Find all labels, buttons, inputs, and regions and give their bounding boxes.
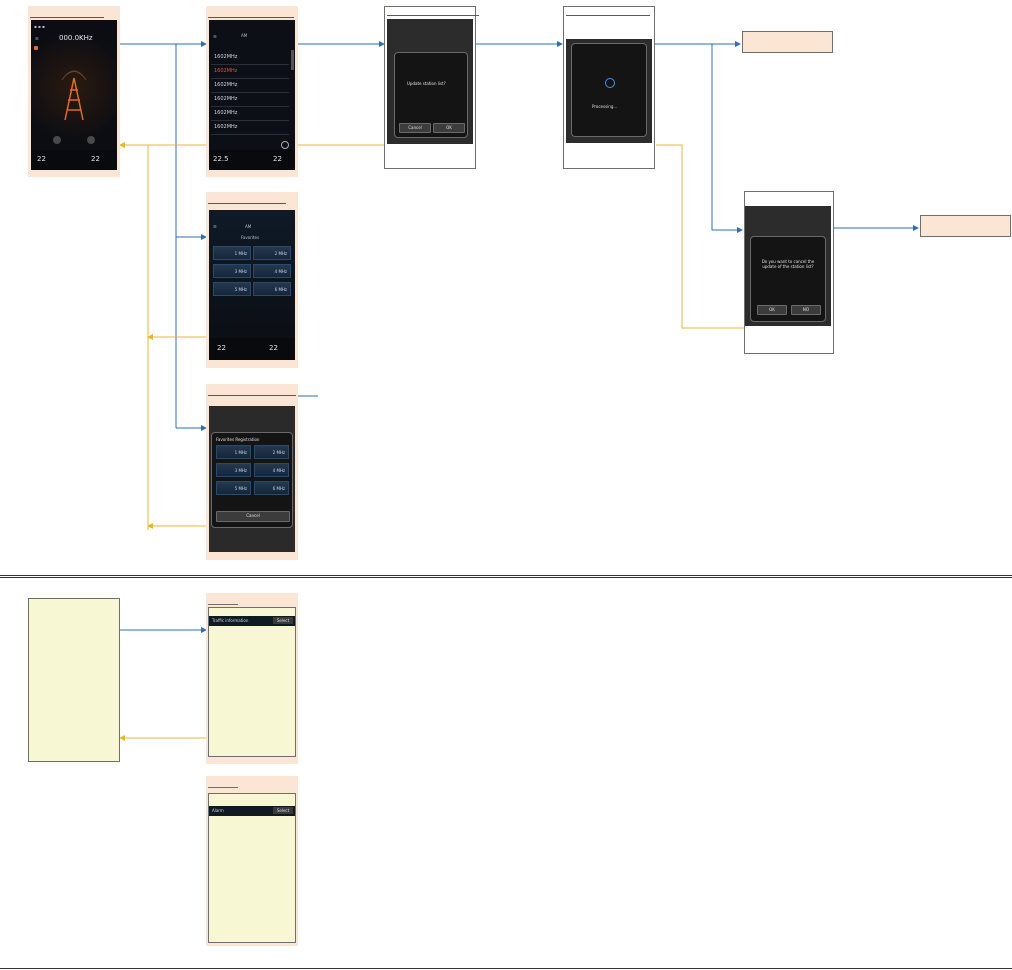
favorite-slot[interactable]: 2 MHz — [254, 445, 289, 459]
menu-icon[interactable]: ☰ — [213, 224, 217, 229]
frame-settings-2: Alarm Select — [206, 776, 298, 946]
favorite-slot[interactable]: 1 MHz — [216, 445, 251, 459]
favorites-registration-screen: Favorites Registration 1 MHz 2 MHz 3 MHz… — [209, 406, 295, 552]
update-dialog: Update station list? Cancel OK — [394, 52, 468, 138]
station-row[interactable]: 1602MHz — [211, 106, 289, 121]
temp-right: 22 — [91, 155, 100, 163]
climate-bar: 22 22 — [209, 338, 295, 360]
yes-button[interactable]: OK — [757, 305, 787, 315]
frame-favorites-registration: Favorites Registration 1 MHz 2 MHz 3 MHz… — [206, 384, 298, 560]
frame-cancel-dialog: Do you want to cancel the update of the … — [744, 191, 834, 354]
refresh-icon[interactable] — [281, 141, 289, 149]
dialog-message: Do you want to cancel the update of the … — [761, 259, 815, 269]
station-row[interactable]: 1602MHz — [211, 78, 289, 93]
station-list-screen: ☰ AM 1602MHz 1602MHz 1602MHz 1602MHz 160… — [209, 20, 295, 170]
next-button[interactable] — [87, 136, 95, 144]
frame-radio-main: ▪ ▪ ▪ ☰ 000.0KHz 22 22 — [28, 6, 120, 177]
frame-header — [208, 195, 286, 204]
favorite-slot[interactable]: 6 MHz — [254, 481, 289, 495]
section-divider-bottom — [0, 968, 1012, 969]
station-icon — [34, 46, 38, 50]
frame-settings-1: Traffic information Select — [206, 593, 298, 764]
frame-header — [208, 596, 238, 605]
frame-update-dialog: Update station list? Cancel OK — [384, 6, 479, 169]
row-label: Traffic information — [212, 618, 249, 623]
cancel-button[interactable]: Cancel — [399, 123, 431, 133]
settings-panel: Alarm Select — [208, 793, 296, 943]
temp-left: 22 — [37, 155, 46, 163]
select-button[interactable]: Select — [273, 807, 293, 814]
processing-dialog: Processing... — [571, 43, 647, 137]
row-label: Alarm — [212, 808, 224, 813]
favorites-screen: ☰ AM Favorites 1 MHz 2 MHz 3 MHz 4 MHz 5… — [209, 210, 295, 360]
temp-right: 22 — [269, 344, 278, 352]
cancel-button[interactable]: Cancel — [216, 511, 290, 522]
favorite-tile[interactable]: 5 MHz — [213, 282, 251, 296]
radio-tower-icon — [61, 70, 87, 121]
station-row-selected[interactable]: 1602MHz — [211, 64, 289, 79]
cancel-dialog-screen: Do you want to cancel the update of the … — [745, 206, 831, 326]
select-button[interactable]: Select — [273, 617, 293, 624]
temp-right: 22 — [273, 155, 282, 163]
favorites-title: Favorites — [241, 235, 260, 240]
frame-header — [208, 387, 296, 396]
note-box — [28, 598, 120, 762]
frequency-display: 000.0KHz — [59, 34, 93, 42]
processing-message: Processing... — [592, 104, 618, 109]
frame-favorites: ☰ AM Favorites 1 MHz 2 MHz 3 MHz 4 MHz 5… — [206, 192, 298, 368]
favorite-slot[interactable]: 4 MHz — [254, 463, 289, 477]
climate-bar: 22 22 — [31, 150, 117, 170]
frame-header — [566, 15, 650, 16]
registration-dialog: Favorites Registration 1 MHz 2 MHz 3 MHz… — [211, 432, 293, 528]
favorite-tile[interactable]: 1 MHz — [213, 246, 251, 260]
favorite-tile[interactable]: 4 MHz — [253, 264, 291, 278]
no-button[interactable]: NO — [791, 305, 821, 315]
spinner-icon — [605, 78, 615, 88]
scrollbar[interactable] — [291, 50, 294, 70]
update-dialog-screen: Update station list? Cancel OK — [387, 19, 473, 144]
favorite-slot[interactable]: 5 MHz — [216, 481, 251, 495]
frame-header — [387, 15, 479, 16]
frame-processing: Processing... — [563, 6, 655, 169]
section-divider — [0, 577, 1012, 578]
processing-screen: Processing... — [566, 39, 652, 143]
station-row[interactable]: 1602MHz — [211, 92, 289, 107]
dialog-message: Update station list? — [407, 81, 446, 86]
section-divider — [0, 575, 1012, 576]
radio-main-screen: ▪ ▪ ▪ ☰ 000.0KHz 22 22 — [31, 20, 117, 170]
favorite-tile[interactable]: 6 MHz — [253, 282, 291, 296]
station-row[interactable]: 1602MHz — [211, 120, 289, 135]
frame-header — [208, 779, 238, 788]
registration-title: Favorites Registration — [216, 437, 260, 442]
prev-button[interactable] — [53, 136, 61, 144]
climate-bar: 22.5 22 — [209, 150, 295, 170]
frame-station-list: ☰ AM 1602MHz 1602MHz 1602MHz 1602MHz 160… — [206, 6, 298, 177]
settings-row[interactable]: Traffic information Select — [209, 616, 295, 626]
target-box-1 — [742, 31, 833, 53]
band-label: AM — [241, 33, 248, 38]
frame-header — [208, 9, 294, 18]
favorite-tile[interactable]: 3 MHz — [213, 264, 251, 278]
band-label: AM — [245, 224, 252, 229]
menu-icon[interactable]: ☰ — [35, 36, 39, 41]
target-box-2 — [920, 215, 1011, 237]
cancel-update-dialog: Do you want to cancel the update of the … — [750, 236, 826, 322]
ok-button[interactable]: OK — [433, 123, 465, 133]
settings-panel: Traffic information Select — [208, 607, 296, 757]
favorite-slot[interactable]: 3 MHz — [216, 463, 251, 477]
menu-icon[interactable]: ☰ — [213, 34, 217, 39]
temp-left: 22 — [217, 344, 226, 352]
status-bar: ▪ ▪ ▪ — [34, 24, 45, 29]
favorite-tile[interactable]: 2 MHz — [253, 246, 291, 260]
settings-row[interactable]: Alarm Select — [209, 806, 295, 816]
frame-header — [30, 9, 104, 18]
temp-left: 22.5 — [213, 155, 229, 163]
station-row[interactable]: 1602MHz — [211, 50, 289, 65]
